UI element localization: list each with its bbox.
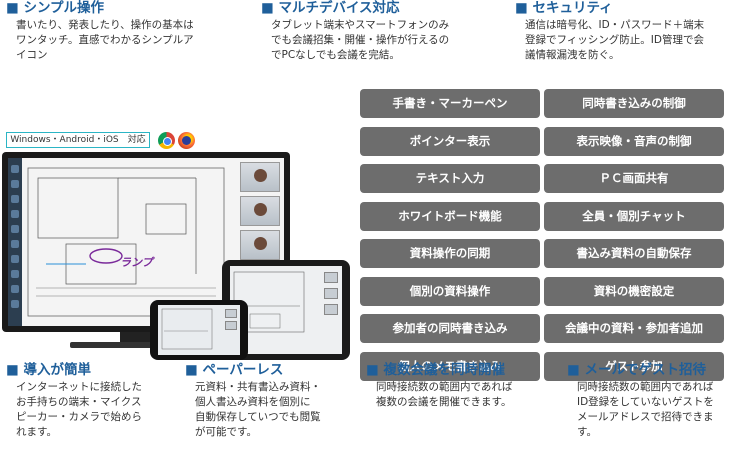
blueprint-drawing (27, 167, 225, 317)
function-button: ゲスト参加 (544, 351, 724, 381)
monitor-stand (120, 332, 170, 342)
device-illustration: Windows・Android・iOS 対応 ランプ (0, 130, 356, 362)
participant-video (240, 230, 280, 260)
firefox-icon (178, 132, 195, 149)
feature-desc: 同時接続数の範囲内であれば ID登録をしていないゲストを メールアドレスで招待で… (577, 381, 714, 438)
feature-title: ■ 導入が簡単 (6, 362, 91, 378)
feature-title: ■ 複数会議を同時開催 (366, 362, 505, 378)
function-button: テキスト入力 (360, 164, 540, 193)
participant-video (240, 162, 280, 192)
smartphone-screen (158, 305, 240, 355)
feature-email-guest-invite: ■ メールでゲスト招待 同時接続数の範囲内であれば ID登録をしていないゲストを… (567, 362, 740, 440)
tablet-device (222, 260, 350, 360)
monitor-base (70, 342, 220, 348)
feature-title: ■ マルチデバイス対応 (261, 0, 400, 16)
feature-desc: 書いたり、発表したり、操作の基本は ワンタッチ。直感でわかるシンプルア イコン (16, 19, 194, 61)
feature-simple-operation: ■ シンプル操作 書いたり、発表したり、操作の基本は ワンタッチ。直感でわかるシ… (6, 0, 244, 63)
function-button: ホワイトボード機能 (360, 201, 540, 231)
feature-desc: 通信は暗号化、ID・パスワード＋端末 登録でフィッシング防止。ID管理で会 議情… (525, 19, 705, 61)
feature-title: ■ シンプル操作 (6, 0, 105, 16)
video-participants (240, 162, 280, 264)
monitor-screen: ランプ (8, 158, 284, 326)
function-button: 個人のメモ書き込み (360, 351, 540, 381)
feature-desc: 元資料・共有書込み資料・ 個人書込み資料を個別に 自動保存していつでも閲覧 が可… (195, 381, 321, 438)
feature-paperless: ■ ペーパーレス 元資料・共有書込み資料・ 個人書込み資料を個別に 自動保存して… (185, 362, 365, 440)
feature-multiple-meetings: ■ 複数会議を同時開催 同時接続数の範囲内であれば 複数の会議を開催できます。 (366, 362, 566, 410)
function-button: 資料操作の同期 (360, 239, 540, 268)
feature-security: ■ セキュリティ 通信は暗号化、ID・パスワード＋端末 登録でフィッシング防止。… (515, 0, 740, 63)
function-button: 資料の機密設定 (544, 276, 724, 306)
os-support-label: Windows・Android・iOS 対応 (6, 132, 150, 148)
smartphone-device (150, 300, 248, 360)
handwritten-annotation: ランプ (120, 256, 153, 269)
function-button: 会議中の資料・参加者追加 (544, 314, 724, 343)
feature-desc: タブレット端末やスマートフォンのみ でも会議招集・開催・操作が行えるの でPCな… (271, 19, 450, 61)
function-button: ポインター表示 (360, 126, 540, 156)
function-button: 全員・個別チャット (544, 201, 724, 231)
function-button: 同時書き込みの制御 (544, 89, 724, 118)
feature-desc: 同時接続数の範囲内であれば 複数の会議を開催できます。 (376, 381, 513, 408)
chrome-icon (158, 132, 175, 149)
feature-easy-setup: ■ 導入が簡単 インターネットに接続した お手持ちの端末・マイクス ピーカー・カ… (6, 362, 186, 440)
function-button: 手書き・マーカーペン (360, 89, 540, 118)
feature-multi-device: ■ マルチデバイス対応 タブレット端末やスマートフォンのみ でも会議招集・開催・… (261, 0, 506, 63)
function-button: 参加者の同時書き込み (360, 314, 540, 343)
feature-desc: インターネットに接続した お手持ちの端末・マイクス ピーカー・カメラで始めら れ… (16, 381, 142, 438)
function-button: 表示映像・音声の制御 (544, 126, 724, 156)
monitor-device: ランプ (2, 152, 290, 332)
function-button: ＰＣ画面共有 (544, 164, 724, 193)
participant-video (240, 196, 280, 226)
tablet-screen (230, 266, 342, 354)
feature-title: ■ セキュリティ (515, 0, 613, 16)
tool-sidebar (8, 158, 22, 326)
feature-title: ■ メールでゲスト招待 (567, 362, 706, 378)
function-button: 書込み資料の自動保存 (544, 239, 724, 268)
feature-title: ■ ペーパーレス (185, 362, 284, 378)
function-button: 個別の資料操作 (360, 276, 540, 306)
